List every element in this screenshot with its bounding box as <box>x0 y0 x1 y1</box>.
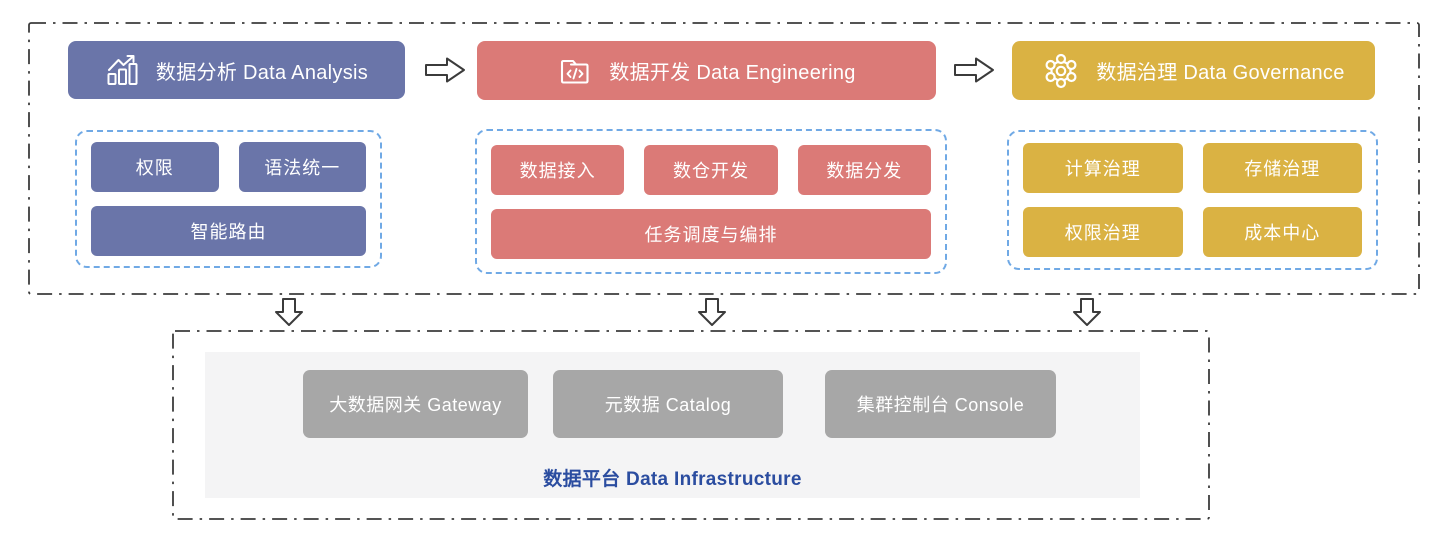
arrow-right-icon <box>954 57 994 83</box>
capability-chip: 智能路由 <box>91 206 366 256</box>
code-folder-icon <box>557 54 593 88</box>
console-box: 集群控制台 Console <box>825 370 1056 438</box>
capability-chip: 数据分发 <box>797 144 931 195</box>
capability-chip: 计算治理 <box>1023 143 1183 193</box>
capability-chip: 语法统一 <box>238 142 366 192</box>
bar-chart-trend-icon <box>105 53 140 87</box>
capability-chip: 成本中心 <box>1202 207 1362 257</box>
infrastructure-container: 大数据网关 Gateway 元数据 Catalog 集群控制台 Console … <box>172 330 1210 520</box>
infrastructure-label: 数据平台 Data Infrastructure <box>543 469 802 490</box>
capability-chip: 数据接入 <box>491 144 625 195</box>
gateway-box: 大数据网关 Gateway <box>303 370 528 438</box>
infrastructure-panel: 大数据网关 Gateway 元数据 Catalog 集群控制台 Console … <box>205 352 1140 498</box>
analysis-module-header: 数据分析 Data Analysis <box>68 41 405 99</box>
gear-icon <box>1042 52 1080 90</box>
arrow-right-icon <box>425 57 465 83</box>
governance-capabilities-group: 计算治理 存储治理 权限治理 成本中心 <box>1007 130 1378 270</box>
governance-module-header: 数据治理 Data Governance <box>1012 41 1375 100</box>
capability-chip: 任务调度与编排 <box>491 208 931 259</box>
arrow-down-icon <box>1073 298 1101 326</box>
top-modules-container: 数据分析 Data Analysis 数据开发 Data Engineering <box>28 22 1420 295</box>
capability-chip: 存储治理 <box>1202 143 1362 193</box>
capability-chip: 权限治理 <box>1023 207 1183 257</box>
engineering-module-header: 数据开发 Data Engineering <box>477 41 936 100</box>
catalog-box: 元数据 Catalog <box>553 370 783 438</box>
capability-chip: 权限 <box>91 142 219 192</box>
analysis-module-title: 数据分析 Data Analysis <box>155 61 369 84</box>
arrow-down-icon <box>275 298 303 326</box>
engineering-module-title: 数据开发 Data Engineering <box>609 62 856 84</box>
capability-chip: 数仓开发 <box>644 144 778 195</box>
analysis-capabilities-group: 权限 语法统一 智能路由 <box>75 130 382 268</box>
arrow-down-icon <box>698 298 726 326</box>
governance-module-title: 数据治理 Data Governance <box>1096 62 1345 84</box>
engineering-capabilities-group: 数据接入 数仓开发 数据分发 任务调度与编排 <box>475 129 947 274</box>
